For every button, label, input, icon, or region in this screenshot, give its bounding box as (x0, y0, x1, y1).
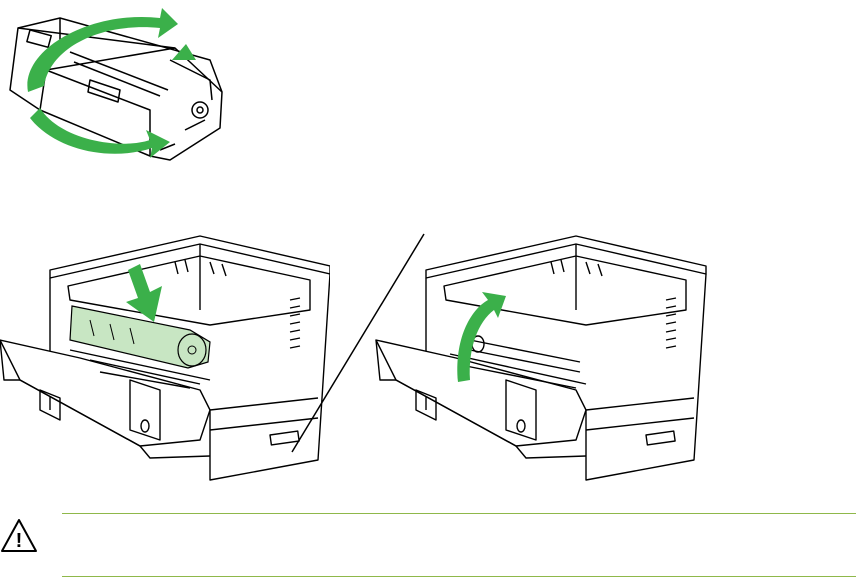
insert-arrow-icon (126, 264, 162, 322)
caution-triangle-icon: ! (0, 518, 38, 554)
printer-close-door-illustration (370, 230, 710, 490)
caution-top-rule (62, 513, 856, 514)
caution-symbol: ! (16, 530, 23, 552)
caution-bottom-rule (62, 576, 856, 577)
toner-cartridge (70, 306, 210, 368)
toner-cartridge-illustration (0, 0, 240, 170)
